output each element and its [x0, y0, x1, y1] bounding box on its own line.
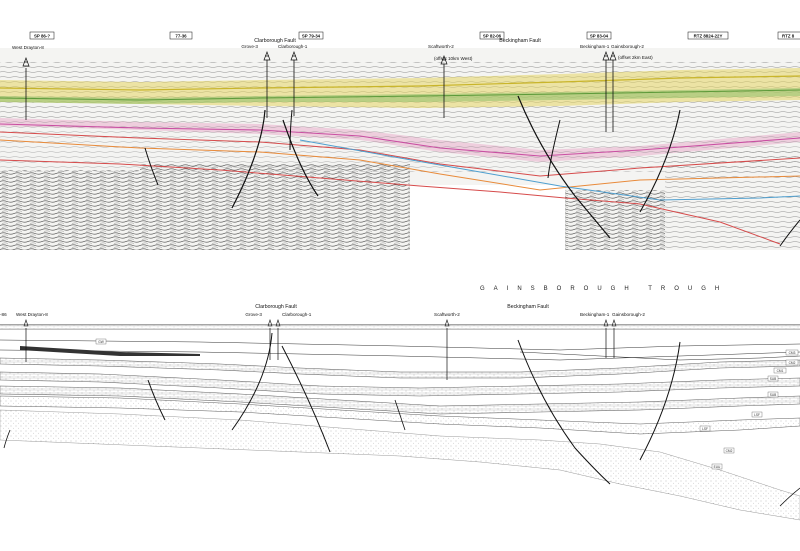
seismic-gap	[410, 185, 565, 250]
geological-section: Clarborough Fault Beckingham Fault -86 W…	[0, 304, 800, 520]
well-label: Beckingham-1	[580, 312, 610, 317]
fault-label: Clarborough Fault	[255, 304, 297, 310]
unit-tag: CM3	[789, 351, 796, 355]
well-label: Scaftworth-2	[434, 312, 460, 317]
well-note: (offset 10km West)	[434, 56, 473, 61]
well-label: West Drayton-8	[16, 312, 48, 317]
line-label: RTZ 8824-22Y	[694, 34, 723, 39]
unit-tag: SUB	[770, 377, 777, 381]
well-label: Gainsborough-2	[611, 44, 644, 49]
trough-title: GAINSBOROUGH TROUGH	[480, 286, 728, 292]
fault-label: Beckingham Fault	[499, 38, 541, 44]
line-label: SP 86-?	[34, 34, 50, 39]
well-label: West Drayton-8	[12, 45, 44, 50]
unit-tag: SUB	[770, 393, 777, 397]
seismic-section: SP 86-? 77-36 SP 79-34 SP 82-06 SP 83-04…	[0, 32, 800, 250]
well-label: Grove-3	[245, 312, 262, 317]
unit-tag: CM2	[789, 361, 796, 365]
unit-tag: CM2	[726, 449, 733, 453]
well-label: Clarborough-1	[278, 44, 308, 49]
unit-tag: GW	[98, 340, 104, 344]
seismic-line-labels: SP 86-? 77-36 SP 79-34 SP 82-06 SP 83-04…	[30, 32, 800, 39]
well-label: -86	[0, 312, 7, 317]
line-label: RTZ 8	[782, 34, 795, 39]
unit-tag: LSF	[702, 427, 708, 431]
line-label: SP 83-04	[590, 34, 609, 39]
line-label: 77-36	[175, 34, 187, 39]
datum-hatch	[0, 325, 800, 329]
well-label: Grove-3	[241, 44, 258, 49]
seismic-deep-mid	[140, 164, 410, 250]
seismic-deep-left	[0, 170, 140, 250]
well-label: Beckingham-1	[580, 44, 610, 49]
well-note: (offset 2km East)	[618, 55, 653, 60]
unit-tag: EUU	[714, 465, 721, 469]
fault-label: Beckingham Fault	[507, 304, 549, 310]
line-label: SP 79-34	[302, 34, 321, 39]
unit-tag: CM1	[777, 369, 784, 373]
well-label: Scaftworth-2	[428, 44, 454, 49]
well-label: Clarborough-1	[282, 312, 312, 317]
well-label: Gainsborough-2	[612, 312, 645, 317]
unit-tag: LSF	[754, 413, 760, 417]
